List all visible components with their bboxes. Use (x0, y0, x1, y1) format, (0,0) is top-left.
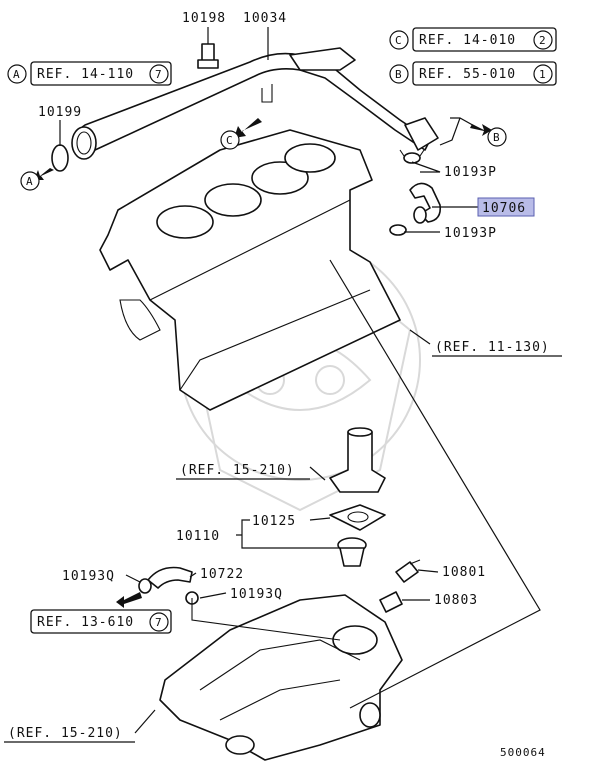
flow-arrow-a: A (20, 168, 54, 191)
water-outlet-fitting (329, 427, 386, 493)
ref-13-text: REF. 13-610 (37, 615, 134, 630)
ref-11-130[interactable]: (REF. 11-130) (435, 340, 550, 355)
gasket-10125 (329, 504, 386, 531)
part-label-10193Q-right[interactable]: 10193Q (230, 587, 283, 602)
part-label-10803[interactable]: 10803 (434, 593, 478, 608)
ref-15-210-lower[interactable]: (REF. 15-210) (8, 726, 123, 741)
ref-b-num: 1 (539, 68, 547, 81)
ref-a-letter: A (13, 68, 21, 81)
hose-10706 (409, 182, 442, 224)
ref-c-letter: C (395, 34, 403, 47)
ref-box-a[interactable]: A REF. 14-110 7 (7, 61, 172, 86)
part-label-10199[interactable]: 10199 (38, 105, 82, 120)
flow-arrow-b: B (470, 124, 507, 147)
marker-b-label: B (493, 131, 501, 144)
part-label-10198[interactable]: 10198 (182, 11, 226, 26)
intake-manifold (159, 594, 403, 761)
ref-a-text: REF. 14-110 (37, 67, 134, 82)
clamp-10193Q-left (138, 578, 152, 594)
ref-box-c[interactable]: C REF. 14-010 2 (389, 27, 557, 52)
marker-c-label: C (226, 134, 234, 147)
part-label-10706[interactable]: 10706 (482, 201, 526, 216)
bolt-10198 (197, 43, 219, 69)
part-label-10722[interactable]: 10722 (200, 567, 244, 582)
highlight-10706-box (477, 197, 535, 217)
marker-a-label: A (26, 175, 34, 188)
ref-c-num: 2 (539, 34, 547, 47)
ref-box-b[interactable]: B REF. 55-010 1 (389, 61, 557, 86)
part-label-10110[interactable]: 10110 (176, 529, 220, 544)
hose-clamp-10193P-bottom (389, 224, 407, 236)
water-pipe-10034 (71, 47, 439, 160)
sensor-10801 (395, 559, 421, 583)
part-label-10193Q-left[interactable]: 10193Q (62, 569, 115, 584)
ref-a-num: 7 (155, 68, 163, 81)
ref-b-text: REF. 55-010 (419, 67, 516, 82)
flow-arrow-c: C (220, 118, 262, 150)
o-ring-10199 (51, 144, 69, 172)
bypass-hose-10722 (147, 566, 193, 589)
ref-b-letter: B (395, 68, 403, 81)
diagram-id: 500064 (500, 746, 546, 759)
ref-13-num: 7 (155, 616, 163, 629)
thermostat (337, 537, 367, 567)
ref-box-13[interactable]: REF. 13-610 7 (30, 609, 172, 634)
part-label-10125[interactable]: 10125 (252, 514, 296, 529)
cylinder-block (99, 129, 401, 411)
ref-15-210-upper[interactable]: (REF. 15-210) (180, 463, 295, 478)
ref-c-text: REF. 14-010 (419, 33, 516, 48)
part-label-10801[interactable]: 10801 (442, 565, 486, 580)
part-label-10193P-top[interactable]: 10193P (444, 165, 497, 180)
part-label-10034[interactable]: 10034 (243, 11, 287, 26)
flow-arrow-13 (116, 592, 142, 608)
hose-clamp-10193P-top (399, 149, 425, 164)
part-label-10193P-bottom[interactable]: 10193P (444, 226, 497, 241)
sensor-10803 (379, 591, 403, 613)
leader-lines (59, 27, 541, 734)
